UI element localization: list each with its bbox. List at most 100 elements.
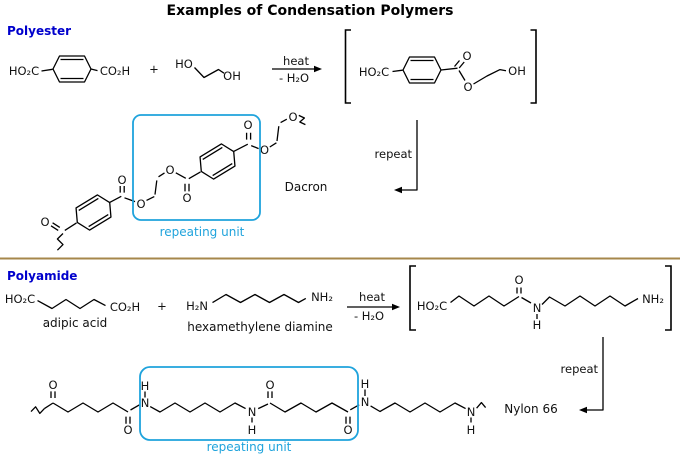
plus-sign: +	[149, 62, 159, 76]
atom-label-n: N	[533, 301, 542, 315]
polyamide-section: Polyamide HO₂C CO₂H adipic acid + H₂N NH…	[5, 265, 672, 454]
atom-label-ho2c: HO₂C	[417, 299, 447, 313]
nh-bonds	[144, 389, 472, 423]
repeat-label: repeat	[375, 147, 413, 161]
atom-label-h: H	[361, 377, 370, 391]
repeating-unit-label: repeating unit	[207, 440, 292, 454]
double-bonds	[50, 391, 351, 424]
polyester-heading: Polyester	[7, 24, 71, 38]
adipic-acid-structure: HO₂C CO₂H adipic acid	[5, 292, 140, 330]
bonds	[392, 67, 507, 85]
reactant-name-adipic-acid: adipic acid	[43, 316, 108, 330]
benzene-ring-icon	[402, 56, 442, 84]
condition-minus-h2o: - H₂O	[279, 71, 309, 85]
bonds	[41, 68, 98, 72]
ester-intermediate-structure: HO₂C O O OH	[344, 29, 537, 104]
benzene-ring-icon	[52, 55, 92, 83]
chain-break-squiggle	[56, 233, 64, 251]
atom-label-h: H	[533, 318, 542, 332]
double-bonds	[50, 132, 252, 231]
dacron-polymer-structure: O O O O O O O O	[40, 110, 306, 251]
atom-label-o: O	[48, 378, 57, 392]
arrow-head-icon	[392, 303, 400, 311]
reaction-arrow-polyester: heat - H₂O	[272, 54, 322, 85]
atom-label-h: H	[141, 379, 150, 393]
chain-break-squiggle	[30, 406, 45, 415]
atom-label-n: N	[467, 405, 476, 419]
repeating-unit-label: repeating unit	[160, 225, 245, 239]
atom-label-o: O	[463, 80, 472, 94]
atom-label-oh: OH	[508, 64, 526, 78]
bonds	[194, 67, 225, 79]
double-bond	[454, 60, 465, 69]
atom-label-h: H	[467, 423, 476, 437]
product-name-dacron: Dacron	[285, 180, 328, 194]
page-title: Examples of Condensation Polymers	[167, 3, 454, 19]
condition-heat: heat	[283, 54, 309, 68]
atom-label-oh: OH	[223, 69, 241, 83]
brackets	[409, 265, 672, 331]
atom-label-n: N	[248, 405, 257, 419]
atom-label-o: O	[265, 378, 274, 392]
plus-sign: +	[157, 299, 167, 313]
atom-label-co2h: CO₂H	[100, 64, 130, 78]
atom-label-o: O	[123, 423, 132, 437]
chain-break-squiggle	[476, 401, 487, 409]
repeating-unit-box-polyamide	[139, 366, 359, 441]
benzene-ring-icon	[69, 190, 118, 235]
reactant-name-hexamethylene-diamine: hexamethylene diamine	[187, 320, 333, 334]
atom-label-o: O	[165, 163, 174, 177]
brackets	[344, 29, 537, 104]
chain-break-squiggle	[298, 114, 306, 126]
arrow-path	[399, 120, 418, 191]
repeating-unit-box-polyester	[132, 114, 261, 221]
amide-intermediate-structure: HO₂C O N H NH₂	[409, 265, 672, 332]
atom-label-ho2c: HO₂C	[9, 64, 39, 78]
atom-label-o: O	[288, 110, 297, 124]
ethylene-glycol-structure: HO OH	[175, 57, 241, 83]
bonds	[37, 298, 106, 310]
atom-label-n: N	[141, 396, 150, 410]
bonds	[44, 402, 466, 413]
product-name-nylon-66: Nylon 66	[504, 402, 557, 416]
atom-label-nh2: NH₂	[642, 292, 664, 306]
arrow-head-icon	[579, 406, 587, 414]
atom-label-o: O	[136, 197, 145, 211]
hexamethylene-diamine-structure: H₂N NH₂ hexamethylene diamine	[186, 290, 333, 334]
condition-heat: heat	[359, 290, 385, 304]
repeat-arrow-polyester: repeat	[375, 120, 418, 194]
atom-label-ho2c: HO₂C	[359, 65, 389, 79]
bonds	[450, 295, 639, 307]
atom-label-o: O	[514, 273, 523, 287]
double-bond	[516, 287, 522, 294]
atom-label-h2n: H₂N	[186, 299, 208, 313]
atom-label-o: O	[260, 143, 269, 157]
condition-minus-h2o: - H₂O	[354, 309, 384, 323]
atom-label-o: O	[117, 173, 126, 187]
atom-label-o: O	[462, 49, 471, 63]
repeat-label: repeat	[561, 362, 599, 376]
atom-label-ho: HO	[175, 57, 193, 71]
atom-label-h: H	[248, 423, 257, 437]
atom-label-co2h: CO₂H	[110, 300, 140, 314]
arrow-head-icon	[314, 65, 322, 73]
nylon-66-polymer-structure: O O N H N H O O N H N H	[30, 377, 487, 437]
atom-label-nh2: NH₂	[311, 290, 333, 304]
atom-label-o: O	[40, 215, 49, 229]
arrow-path	[584, 337, 604, 411]
atom-label-n: N	[361, 395, 370, 409]
atom-label-o: O	[182, 191, 191, 205]
atom-label-o: O	[343, 423, 352, 437]
benzene-ring-icon	[193, 139, 242, 184]
reaction-arrow-polyamide: heat - H₂O	[347, 290, 400, 323]
repeat-arrow-polyamide: repeat	[561, 337, 604, 414]
atom-label-ho2c: HO₂C	[5, 292, 35, 306]
arrow-head-icon	[394, 186, 402, 194]
polyamide-heading: Polyamide	[7, 269, 77, 283]
bonds	[64, 118, 288, 231]
polyester-section: Polyester HO₂C CO₂H + HO OH heat - H₂O H…	[7, 24, 537, 251]
terephthalic-acid-structure: HO₂C CO₂H	[9, 55, 130, 83]
bonds	[212, 293, 307, 304]
